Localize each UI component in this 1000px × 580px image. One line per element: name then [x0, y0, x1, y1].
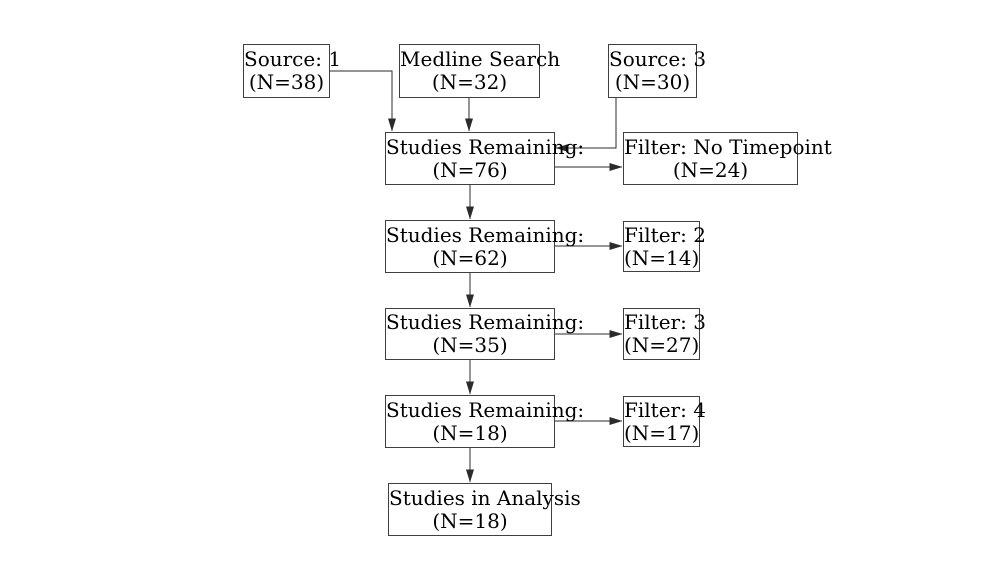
- arrow-source1-to-studies76: [330, 70, 396, 132]
- node-title: Filter: 3: [624, 310, 706, 334]
- node-count: (N=18): [432, 508, 508, 533]
- node-count: (N=62): [432, 245, 508, 270]
- node-title: Studies Remaining:: [386, 310, 585, 334]
- node-title: Studies Remaining:: [386, 397, 585, 422]
- node-count: (N=17): [624, 420, 700, 445]
- node-title: Studies in Analysis: [389, 485, 581, 510]
- node-title: Studies Remaining:: [386, 134, 585, 159]
- node-filter-2: Filter: 2 (N=14): [623, 221, 706, 272]
- node-filter-4: Filter: 4 (N=17): [623, 396, 706, 447]
- node-count: (N=14): [624, 245, 700, 270]
- node-count: (N=35): [432, 333, 508, 357]
- node-count: (N=30): [614, 70, 691, 94]
- node-count: (N=27): [624, 333, 700, 357]
- node-count: (N=32): [431, 70, 508, 94]
- node-title: Filter: 4: [624, 397, 706, 422]
- node-title: Source: 3: [609, 47, 707, 71]
- node-filter-3: Filter: 3 (N=27): [623, 308, 706, 360]
- node-title: Filter: No Timepoint: [624, 134, 832, 159]
- node-count: (N=24): [672, 157, 749, 182]
- node-title: Medline Search: [400, 47, 561, 71]
- node-studies-in-analysis: Studies in Analysis (N=18): [388, 483, 581, 536]
- node-title: Filter: 2: [624, 222, 706, 247]
- node-title: Studies Remaining:: [386, 222, 585, 247]
- node-count: (N=38): [248, 70, 325, 94]
- node-studies-remaining-18: Studies Remaining: (N=18): [385, 395, 585, 448]
- node-studies-remaining-35: Studies Remaining: (N=35): [385, 308, 585, 360]
- node-count: (N=76): [432, 157, 508, 182]
- node-source-3: Source: 3 (N=30): [608, 44, 707, 98]
- node-title: Source: 1: [244, 47, 342, 71]
- node-studies-remaining-62: Studies Remaining: (N=62): [385, 220, 585, 273]
- node-filter-no-timepoint: Filter: No Timepoint (N=24): [623, 132, 832, 185]
- node-source-1: Source: 1 (N=38): [243, 44, 342, 98]
- node-studies-remaining-76: Studies Remaining: (N=76): [385, 132, 585, 185]
- node-medline-search: Medline Search (N=32): [399, 44, 561, 98]
- node-count: (N=18): [432, 420, 508, 445]
